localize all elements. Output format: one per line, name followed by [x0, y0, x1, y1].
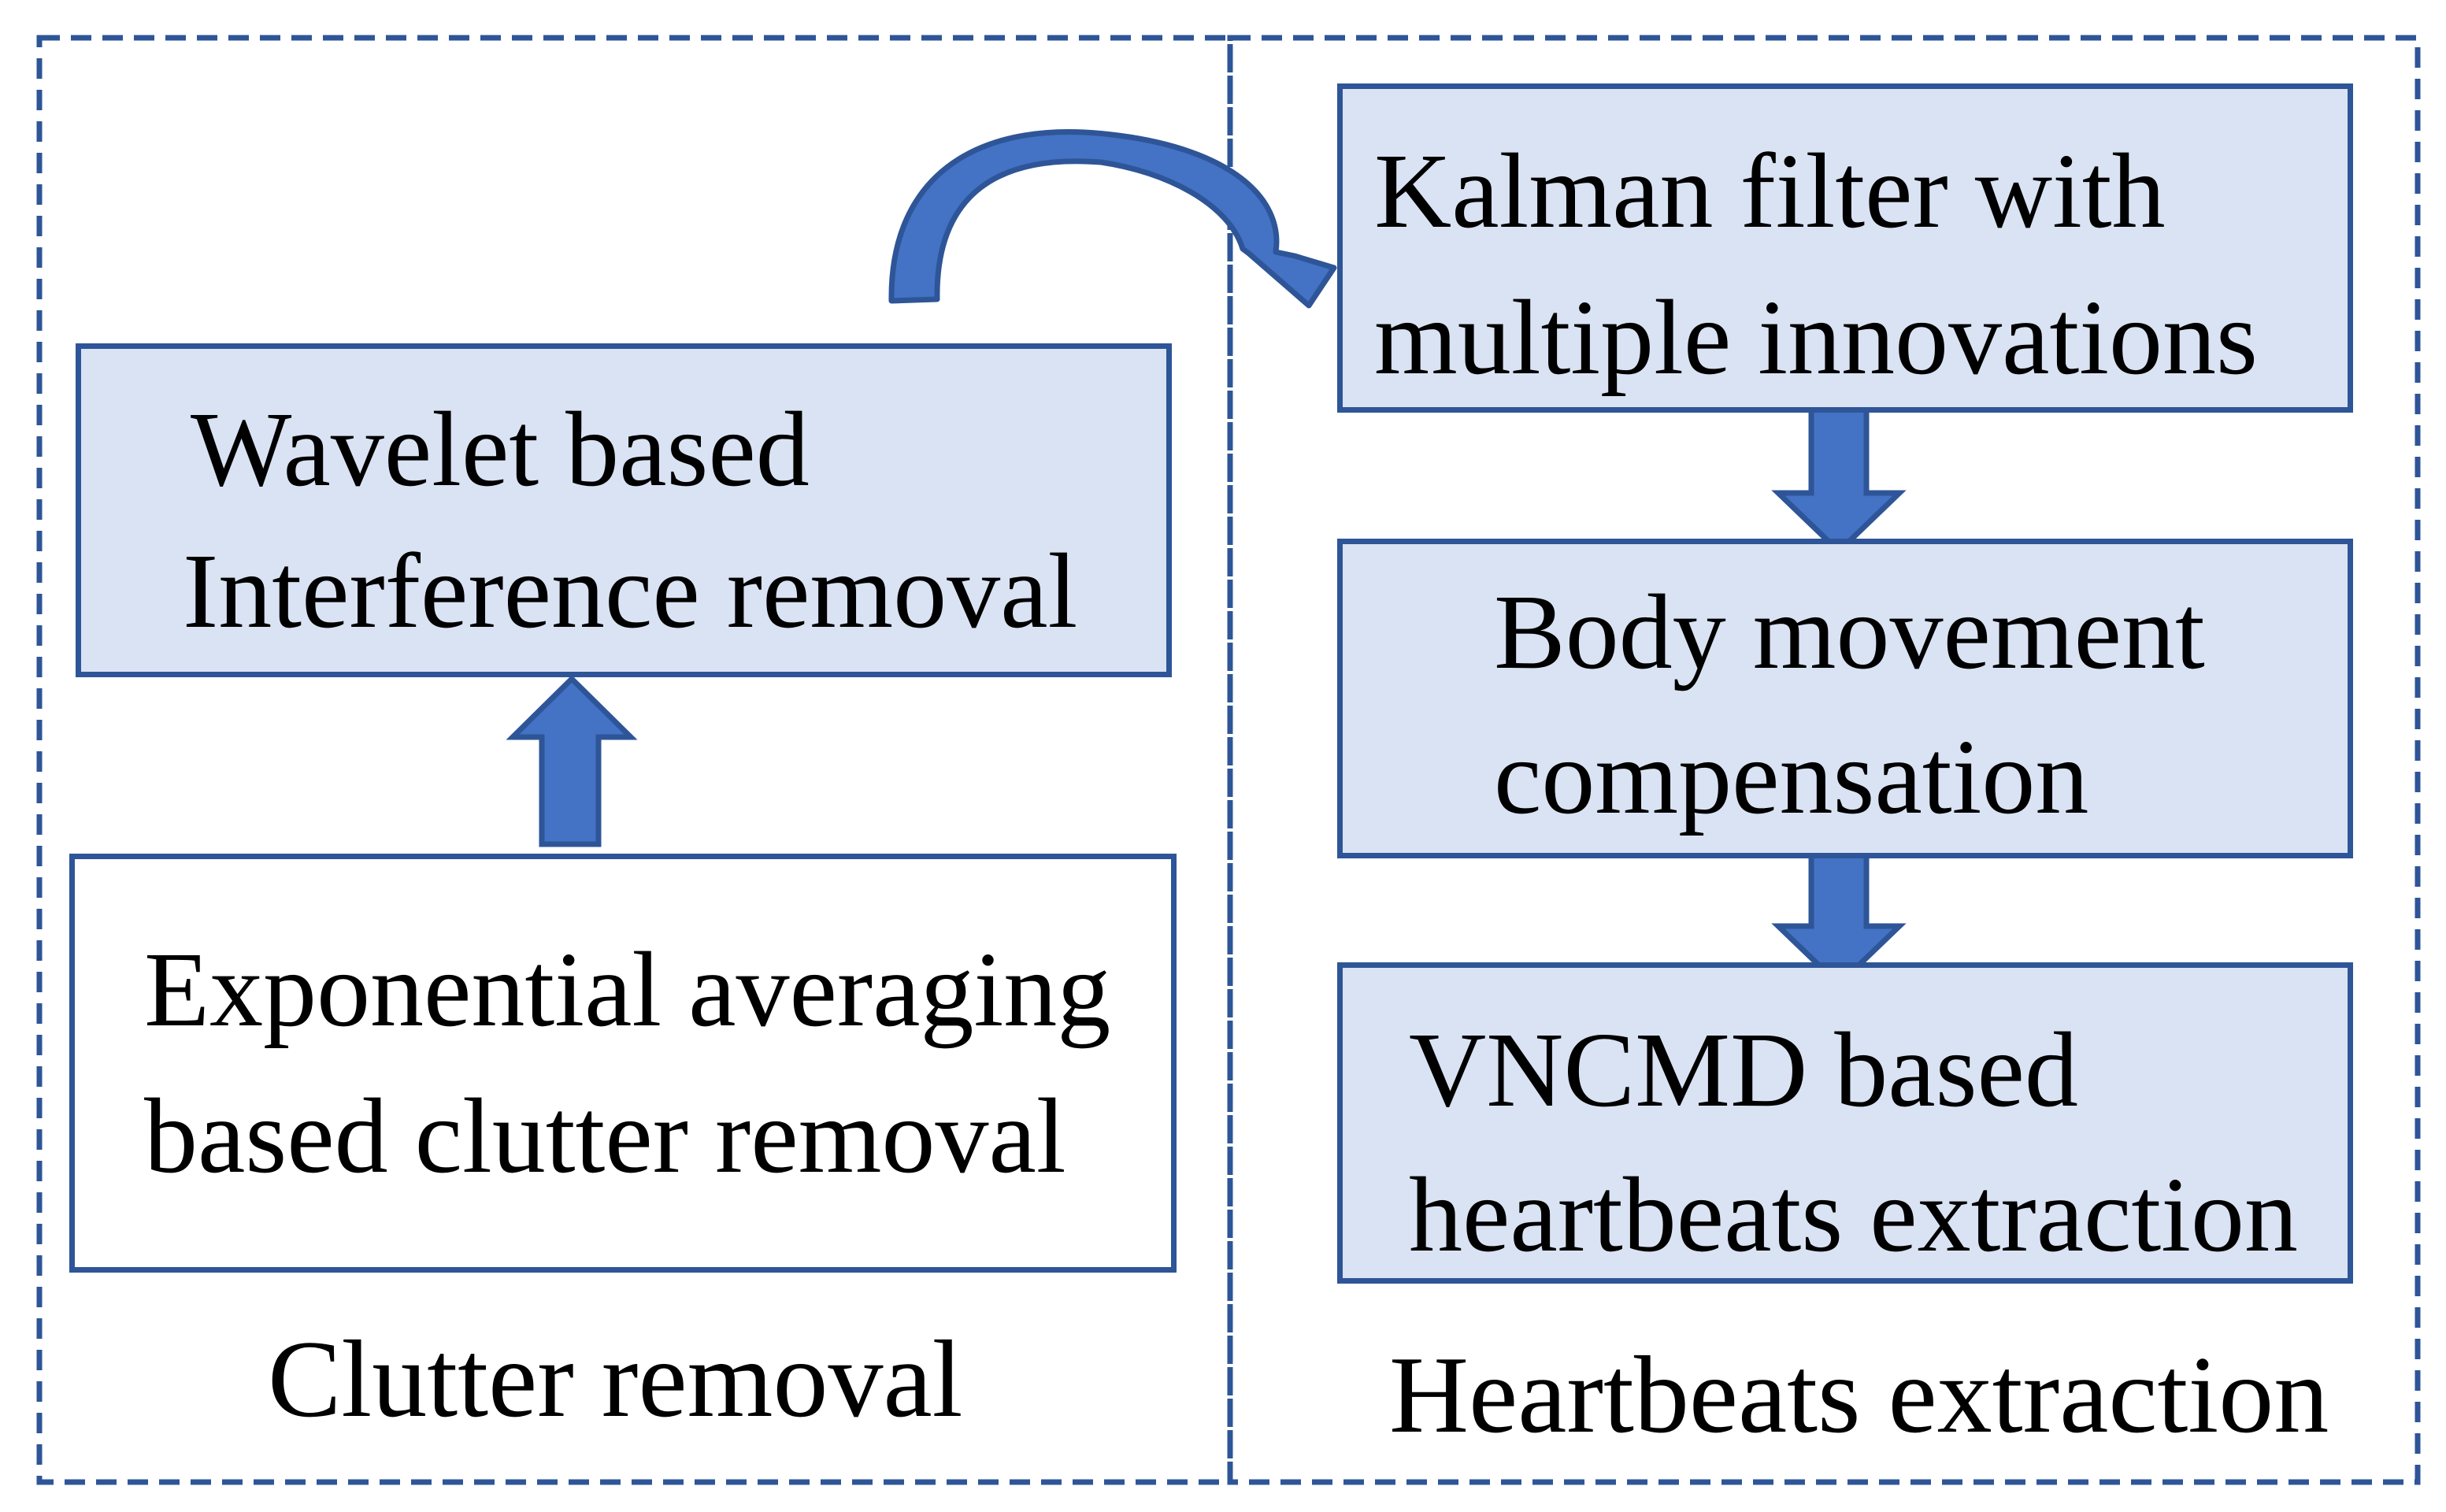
kalman-box-line-2: multiple innovations	[1374, 279, 2258, 397]
exponential-box: Exponential averaging based clutter remo…	[69, 854, 1177, 1273]
body-movement-box-line-1: Body movement	[1494, 573, 2205, 691]
kalman-box: Kalman filter with multiple innovations	[1337, 83, 2353, 413]
up-arrow-icon	[506, 675, 638, 847]
exponential-box-line-1: Exponential averaging	[144, 931, 1111, 1049]
body-movement-box: Body movement compensation	[1337, 539, 2353, 858]
wavelet-box: Wavelet based Interference removal	[76, 343, 1172, 677]
curved-arrow-icon	[888, 129, 1337, 309]
heartbeats-extraction-label: Heartbeats extraction	[1389, 1334, 2329, 1456]
heartbeats-extraction-frame	[1227, 35, 2421, 1485]
vncmd-box-line-1: VNCMD based	[1409, 1011, 2078, 1129]
wavelet-box-line-1: Wavelet based	[191, 391, 810, 509]
vncmd-box: VNCMD based heartbeats extraction	[1337, 962, 2353, 1284]
kalman-box-line-1: Kalman filter with	[1374, 132, 2166, 250]
body-movement-box-line-2: compensation	[1494, 718, 2089, 836]
clutter-removal-label: Clutter removal	[268, 1318, 963, 1440]
wavelet-box-line-2: Interference removal	[183, 532, 1078, 650]
clutter-removal-frame	[36, 35, 1233, 1485]
exponential-box-line-2: based clutter removal	[144, 1077, 1066, 1195]
down-arrow-icon	[1771, 398, 1907, 555]
vncmd-box-line-2: heartbeats extraction	[1409, 1156, 2298, 1274]
